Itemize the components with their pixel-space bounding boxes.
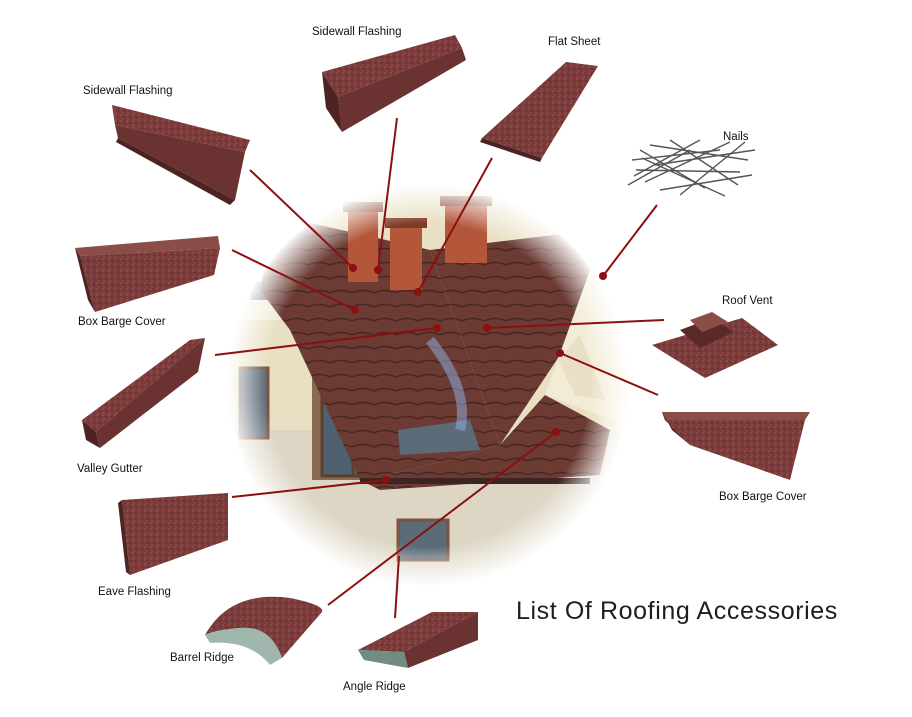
nails-piece xyxy=(627,139,756,197)
angle-ridge-piece xyxy=(358,612,478,668)
eave-flashing-piece xyxy=(118,493,228,575)
flat-sheet-piece xyxy=(480,62,598,162)
box-barge-cover-left-piece xyxy=(75,236,220,312)
sidewall-flashing-left-piece xyxy=(112,105,250,205)
label-angle-ridge: Angle Ridge xyxy=(343,681,406,693)
sidewall-flashing-top-piece xyxy=(322,35,466,132)
label-box-barge-cover-left: Box Barge Cover xyxy=(78,316,166,328)
leader-dots xyxy=(349,264,607,484)
diagram-title: List Of Roofing Accessories xyxy=(516,597,838,625)
label-box-barge-cover-right: Box Barge Cover xyxy=(719,491,807,503)
roof-vent-piece xyxy=(652,312,778,378)
label-barrel-ridge: Barrel Ridge xyxy=(170,652,234,664)
label-sidewall-flashing-left: Sidewall Flashing xyxy=(83,85,173,97)
label-roof-vent: Roof Vent xyxy=(722,295,773,307)
label-flat-sheet: Flat Sheet xyxy=(548,36,601,48)
label-eave-flashing: Eave Flashing xyxy=(98,586,171,598)
label-valley-gutter: Valley Gutter xyxy=(77,463,143,475)
box-barge-cover-right-piece xyxy=(662,412,810,480)
valley-gutter-piece xyxy=(82,338,205,448)
leader-lines xyxy=(214,117,665,619)
label-nails: Nails xyxy=(723,131,749,143)
barrel-ridge-piece xyxy=(205,596,323,665)
label-sidewall-flashing-top: Sidewall Flashing xyxy=(312,26,402,38)
